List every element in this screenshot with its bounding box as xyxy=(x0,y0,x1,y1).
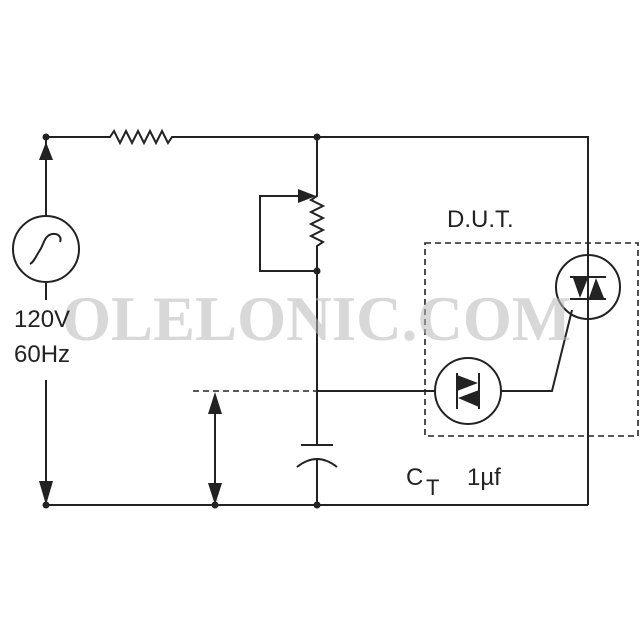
top-wire xyxy=(46,128,589,505)
triac-symbol xyxy=(555,254,621,320)
junction-dots xyxy=(42,133,321,509)
left-source-branch xyxy=(39,137,53,505)
potentiometer xyxy=(259,137,326,445)
down-arrow-icon xyxy=(39,481,53,505)
wiper-arrow-icon xyxy=(298,189,316,203)
capacitor-value: 1µf xyxy=(467,464,501,491)
capacitor-label: C xyxy=(406,464,423,491)
measure-up-arrow-icon xyxy=(208,392,222,414)
source-voltage-label: 120V xyxy=(14,306,70,333)
dut-box xyxy=(424,242,639,437)
up-arrow-icon xyxy=(39,142,53,160)
measure-down-arrow-icon xyxy=(208,483,222,505)
diac-symbol xyxy=(434,357,502,425)
measurement-marker xyxy=(193,390,317,505)
source-frequency-label: 60Hz xyxy=(14,341,70,368)
capacitor-subscript: T xyxy=(426,475,439,500)
ac-source xyxy=(12,215,80,283)
watermark-text: OLELONIC.COM xyxy=(62,284,571,354)
timing-capacitor xyxy=(296,444,338,505)
sine-wave-icon xyxy=(29,232,62,265)
dut-label: D.U.T. xyxy=(447,206,514,233)
diac-to-triac-wire xyxy=(501,309,573,392)
